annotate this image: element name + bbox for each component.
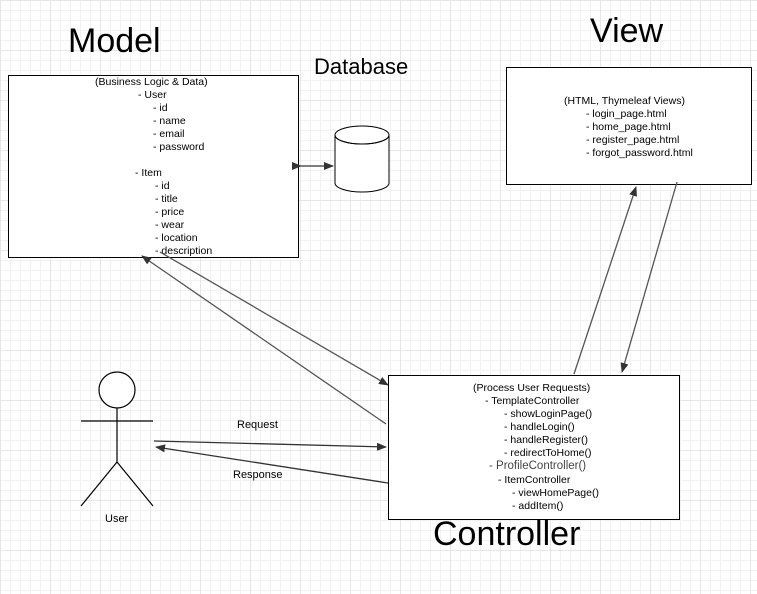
view-title: View <box>590 12 664 50</box>
template-method: - handleLogin() <box>504 421 575 433</box>
controller-header: (Process User Requests) <box>473 382 591 394</box>
view-file: - forgot_password.html <box>586 147 693 159</box>
database-title: Database <box>314 54 409 79</box>
model-to-controller-arrow <box>159 251 389 386</box>
view-to-controller-arrow <box>620 181 678 373</box>
item-controller: - ItemController <box>498 474 571 486</box>
controller-to-model-arrow <box>141 255 387 425</box>
template-method: - handleRegister() <box>504 434 589 446</box>
item-field: - price <box>155 206 185 218</box>
item-field: - id <box>155 180 170 192</box>
item-field: - location <box>155 232 198 244</box>
controller-title: Controller <box>433 515 581 553</box>
response-arrow <box>155 444 389 484</box>
request-arrow <box>153 440 387 451</box>
item-field: - description <box>155 245 213 257</box>
request-label: Request <box>237 419 278 431</box>
item-method: - addItem() <box>512 500 564 512</box>
view-header: (HTML, Thymeleaf Views) <box>564 95 685 107</box>
user-field: - email <box>153 128 185 140</box>
controller-box[interactable]: (Process User Requests) - TemplateContro… <box>388 375 680 520</box>
controller-to-view-arrow <box>573 186 637 375</box>
response-label: Response <box>233 469 283 481</box>
actor-label: User <box>105 513 129 525</box>
template-controller: - TemplateController <box>485 395 580 407</box>
item-field: - title <box>155 193 178 205</box>
user-field: - id <box>153 102 168 114</box>
template-method: - redirectToHome() <box>504 447 592 459</box>
template-method: - showLoginPage() <box>504 408 593 420</box>
view-file: - register_page.html <box>586 134 680 146</box>
profile-controller: - ProfileController() <box>489 460 587 472</box>
item-entity: - Item <box>135 167 162 179</box>
model-header: (Business Logic & Data) <box>95 76 208 88</box>
user-field: - name <box>153 115 186 127</box>
model-box[interactable]: (Business Logic & Data) - User - id - na… <box>8 75 299 258</box>
model-title: Model <box>68 22 161 60</box>
view-box[interactable]: (HTML, Thymeleaf Views) - login_page.htm… <box>506 67 752 185</box>
view-file: - login_page.html <box>586 108 667 120</box>
user-entity: - User <box>138 89 167 101</box>
user-actor-icon <box>80 371 154 507</box>
user-field: - password <box>153 141 205 153</box>
database-icon <box>334 125 390 193</box>
item-method: - viewHomePage() <box>512 487 599 499</box>
view-file: - home_page.html <box>586 121 671 133</box>
item-field: - wear <box>155 219 185 231</box>
